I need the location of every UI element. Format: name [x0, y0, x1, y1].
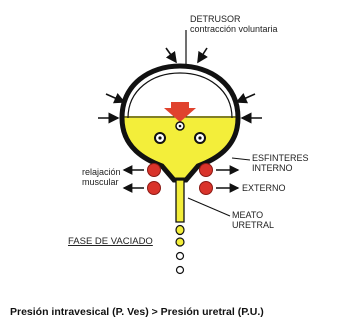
relaxation-arrows [124, 170, 144, 188]
relaxation-label: relajación [82, 167, 121, 177]
meatus-pointer [188, 198, 230, 216]
meatus-label: MEATO [232, 210, 263, 220]
circle-icon [148, 164, 161, 177]
sphincter-pointer [232, 158, 250, 160]
sphincter-label: ESFINTERES [252, 153, 309, 163]
sphincter-arrows [216, 170, 238, 188]
urethral-label: URETRAL [232, 220, 274, 230]
circle-icon [148, 182, 161, 195]
phase-title: FASE DE VACIADO [68, 236, 153, 247]
urethra [176, 180, 184, 222]
internal-sphincter-label: INTERNO [252, 163, 293, 173]
detrusor-label: DETRUSOR [190, 14, 241, 24]
pressure-caption: Presión intravesical (P. Ves) > Presión … [10, 306, 350, 318]
voluntary-contraction-label: contracción voluntaria [190, 24, 278, 34]
urine-drops [176, 226, 184, 274]
muscular-label: muscular [82, 177, 119, 187]
circle-icon [200, 182, 213, 195]
external-sphincter-label: EXTERNO [242, 183, 286, 193]
circle-icon [200, 164, 213, 177]
